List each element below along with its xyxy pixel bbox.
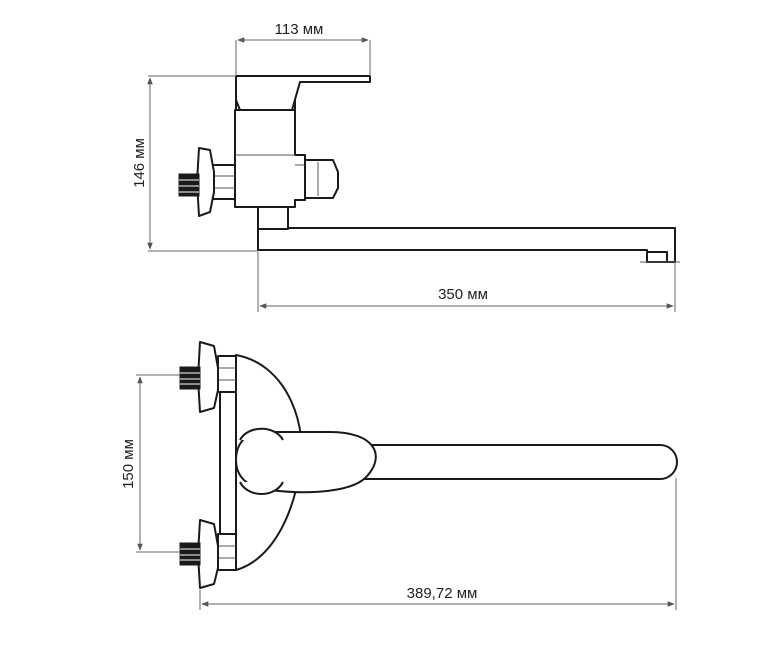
dim-spout-length: 350 мм (438, 286, 488, 303)
mixer-body (234, 109, 306, 208)
spout-collar (257, 204, 289, 230)
dim-top-height: 146 мм (131, 138, 148, 188)
inlet-thread (178, 173, 200, 197)
dim-top-width: 113 мм (275, 21, 324, 38)
plan-view (179, 341, 678, 589)
aerator (646, 251, 668, 263)
escutcheon (196, 147, 215, 217)
lever-handle (235, 75, 371, 111)
spout-side (257, 226, 676, 263)
inlet-bottom (179, 519, 237, 589)
inlet-top (179, 341, 237, 413)
spout-plan (359, 444, 678, 480)
dim-total-length: 389,72 мм (407, 585, 478, 602)
inlet-nut (212, 164, 236, 200)
side-view (178, 75, 680, 263)
lever-plan (235, 431, 377, 494)
diverter-nut (304, 159, 339, 199)
dim-inlet-spacing: 150 мм (120, 439, 137, 489)
